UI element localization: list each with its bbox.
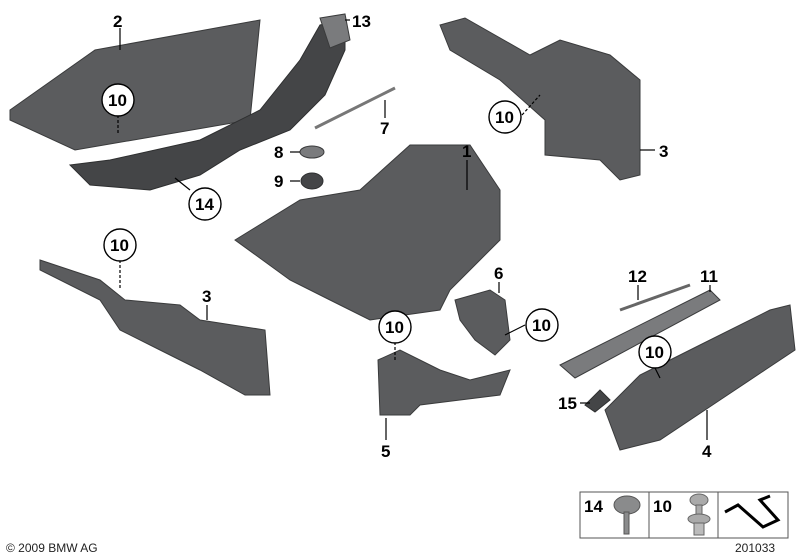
part-5-bracket[interactable] <box>377 349 511 416</box>
callout-circle <box>378 310 412 344</box>
part-6-bracket[interactable] <box>454 289 511 356</box>
diagram-id: 201033 <box>735 541 775 555</box>
part-11-strip[interactable] <box>559 289 721 379</box>
part-3-lower-bracket[interactable] <box>39 259 271 396</box>
callout-14: 14 <box>195 195 214 214</box>
screw-clip-icon <box>613 495 641 535</box>
callout-circle <box>638 335 672 369</box>
legend-number-14: 14 <box>584 497 603 516</box>
callout-1: 1 <box>462 142 471 161</box>
callout-9: 9 <box>274 172 283 191</box>
callout-10: 10 <box>645 343 664 362</box>
part-1-floor-covering[interactable] <box>234 144 501 321</box>
legend-box-symbol <box>717 491 789 539</box>
callout-4: 4 <box>702 442 712 461</box>
callouts: 2 13 10 7 10 3 1 8 9 14 10 3 12 11 6 10 … <box>101 12 718 461</box>
part-12-rod[interactable] <box>619 283 691 312</box>
leader-lines <box>117 19 711 440</box>
part-14-bracket-rail[interactable] <box>68 19 346 191</box>
part-7-rod[interactable] <box>314 86 396 130</box>
callout-circle <box>525 308 559 342</box>
part-4-trunk-panel[interactable] <box>604 304 796 451</box>
callout-3: 3 <box>659 142 668 161</box>
callout-circle <box>103 228 137 262</box>
callout-2: 2 <box>113 12 122 31</box>
callout-6: 6 <box>494 264 503 283</box>
callout-10: 10 <box>385 318 404 337</box>
callout-13: 13 <box>352 12 371 31</box>
callout-12: 12 <box>628 267 647 286</box>
copyright: © 2009 BMW AG <box>6 541 98 555</box>
arrow-symbol-icon <box>724 494 781 529</box>
expanding-rivet-icon <box>687 493 711 536</box>
callout-7: 7 <box>380 119 389 138</box>
callout-8: 8 <box>274 143 283 162</box>
callout-11: 11 <box>700 267 718 286</box>
callout-15: 15 <box>558 394 577 413</box>
callout-10: 10 <box>110 236 129 255</box>
callout-circle <box>188 187 222 221</box>
callout-5: 5 <box>381 442 390 461</box>
callout-10: 10 <box>532 316 551 335</box>
callout-10: 10 <box>495 108 514 127</box>
part-9-nut[interactable] <box>300 172 324 190</box>
part-15-pad[interactable] <box>584 389 611 413</box>
callout-3: 3 <box>202 287 211 306</box>
callout-circle <box>101 83 135 117</box>
part-8-washer[interactable] <box>299 145 325 159</box>
callout-10: 10 <box>108 91 127 110</box>
part-3-upper-bracket[interactable] <box>439 17 641 181</box>
part-13-mount[interactable] <box>319 13 351 49</box>
fastener-legend: 14 10 <box>579 491 789 539</box>
callout-circle <box>488 100 522 134</box>
legend-number-10: 10 <box>653 497 672 516</box>
